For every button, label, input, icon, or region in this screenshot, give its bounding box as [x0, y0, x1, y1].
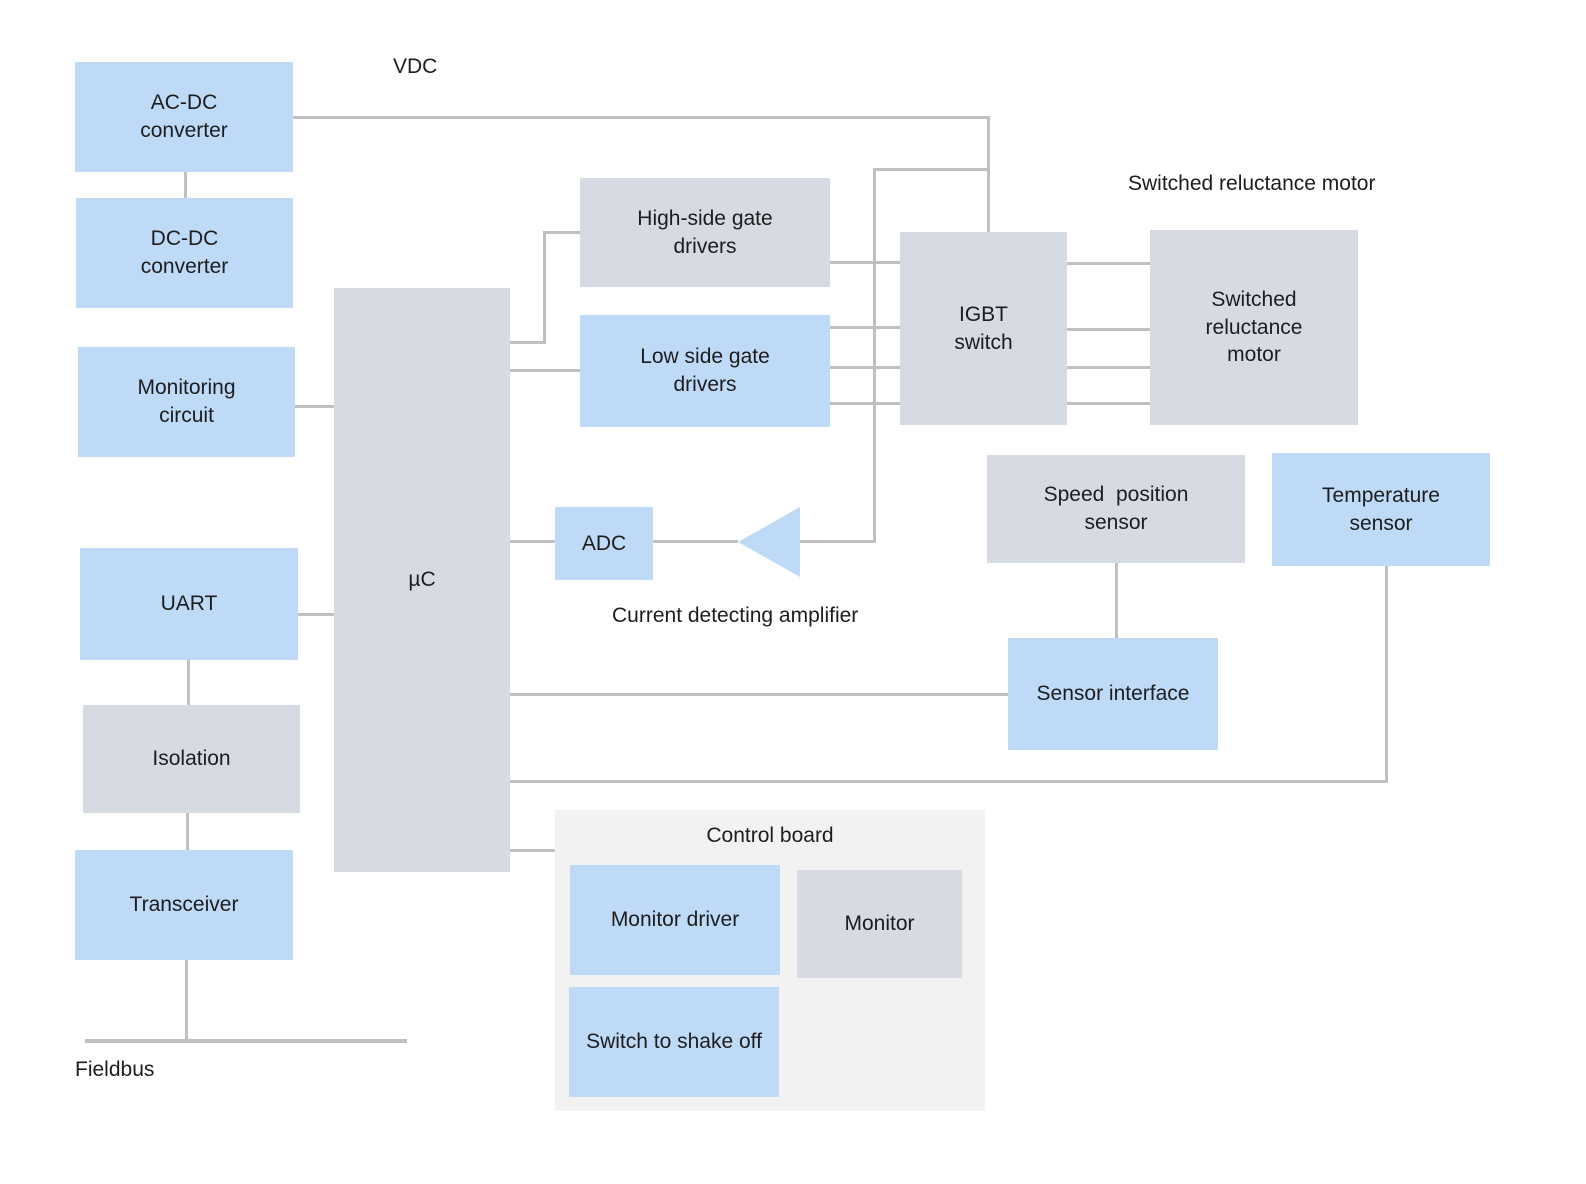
block-monitor: Monitor: [797, 870, 962, 978]
connector-vdc-horizontal: [293, 116, 990, 119]
block-isolation: Isolation: [83, 705, 300, 813]
connector-mc-adc: [510, 540, 555, 543]
connector-isolation-transceiver: [186, 813, 189, 850]
connector-highside-igbt: [830, 261, 900, 264]
block-speed-position-sensor: Speed position sensor: [987, 455, 1245, 563]
block-igbt-switch: IGBT switch: [900, 232, 1067, 425]
block-uart: UART: [80, 548, 298, 660]
connector-sense-branch-top: [873, 168, 990, 171]
block-high-side-gate-drivers: High-side gate drivers: [580, 178, 830, 287]
connector-mc-highside-h1: [510, 341, 546, 344]
connector-uart-mc: [298, 613, 334, 616]
control-board-title: Control board: [706, 824, 834, 847]
connector-sense-vertical: [873, 168, 876, 543]
block-ac-dc-converter: AC-DC converter: [75, 62, 293, 172]
connector-mc-control-board: [510, 849, 555, 852]
connector-amp-to-sense: [800, 540, 876, 543]
connector-igbt-motor-3: [1067, 366, 1150, 369]
block-monitor-driver: Monitor driver: [570, 865, 780, 975]
block-transceiver: Transceiver: [75, 850, 293, 960]
block-temperature-sensor: Temperature sensor: [1272, 453, 1490, 566]
block-monitoring-circuit: Monitoring circuit: [78, 347, 295, 457]
block-dc-dc-converter: DC-DC converter: [76, 198, 293, 308]
current-amplifier-triangle-icon: [738, 507, 800, 577]
block-adc: ADC: [555, 507, 653, 580]
connector-mc-temp-horizontal: [510, 780, 1388, 783]
connector-fieldbus-bus: [85, 1039, 407, 1043]
connector-mc-sensor-interface: [510, 693, 1008, 696]
connector-lowside-igbt-2: [830, 366, 900, 369]
connector-vdc-into-igbt: [987, 116, 990, 232]
connector-monitoring-mc: [295, 405, 334, 408]
block-microcontroller: µC: [334, 288, 510, 872]
connector-adc-amp: [653, 540, 738, 543]
block-switch-to-shake-off: Switch to shake off: [569, 987, 779, 1097]
current-detecting-amplifier-label: Current detecting amplifier: [612, 604, 859, 627]
connector-mc-highside-v: [543, 231, 546, 344]
switched-reluctance-motor-label: Switched reluctance motor: [1128, 172, 1376, 195]
connector-mc-lowside: [510, 369, 580, 372]
connector-mc-highside-h2: [543, 231, 580, 234]
connector-lowside-igbt-3: [830, 402, 900, 405]
connector-igbt-motor-2: [1067, 328, 1150, 331]
fieldbus-label: Fieldbus: [75, 1058, 155, 1081]
connector-igbt-motor-1: [1067, 262, 1150, 265]
connector-uart-isolation: [187, 660, 190, 705]
block-low-side-gate-drivers: Low side gate drivers: [580, 315, 830, 427]
connector-lowside-igbt-1: [830, 326, 900, 329]
connector-igbt-motor-4: [1067, 402, 1150, 405]
connector-speed-sensor-interface: [1115, 563, 1118, 638]
connector-transceiver-fieldbus: [185, 960, 188, 1040]
block-sensor-interface: Sensor interface: [1008, 638, 1218, 750]
block-switched-reluctance-motor: Switched reluctance motor: [1150, 230, 1358, 425]
connector-temp-vertical: [1385, 566, 1388, 783]
connector-acdc-dcdc: [184, 172, 187, 198]
vdc-label: VDC: [393, 55, 438, 78]
